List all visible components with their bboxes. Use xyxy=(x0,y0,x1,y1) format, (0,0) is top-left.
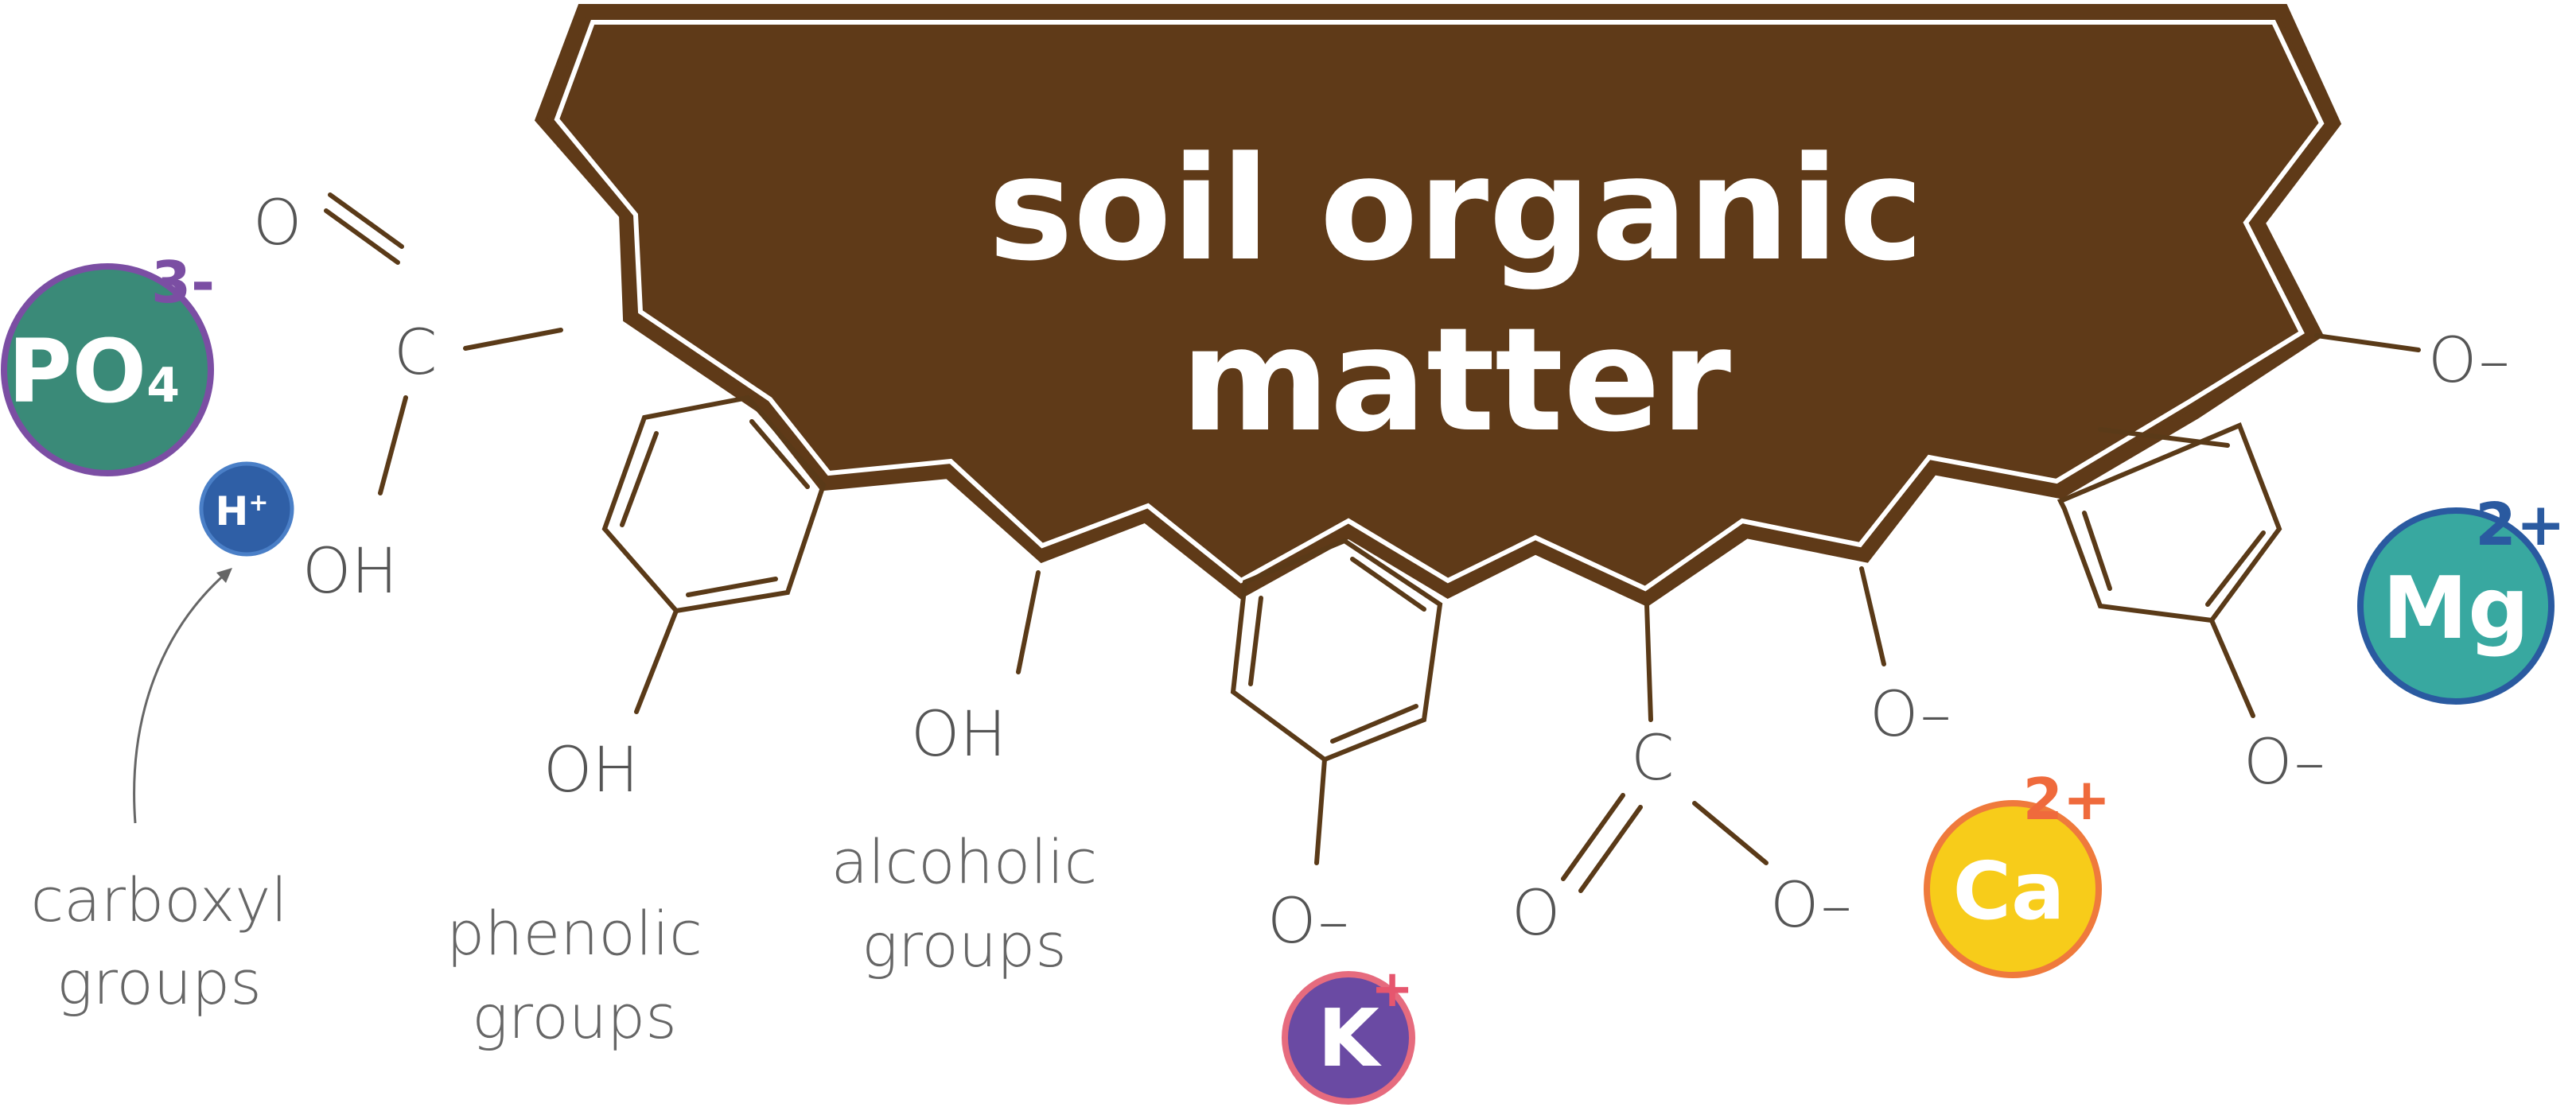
ion-hydrogen: H+ xyxy=(199,461,294,557)
ion-phosphate-symbol: PO4 xyxy=(8,321,180,422)
label-carboxyl-line1: carboxyl xyxy=(30,864,287,935)
atoms: O C OH OH OH O– C O O– O– O– O– xyxy=(253,188,2510,958)
ion-phosphate: PO4 3- xyxy=(1,249,215,476)
atom-carboxyl-oh: OH xyxy=(302,536,398,608)
label-alcoholic-line1: alcoholic xyxy=(831,826,1098,897)
ion-hydrogen-symbol: H+ xyxy=(216,488,269,534)
title-line-2: matter xyxy=(1181,297,1731,464)
ion-calcium-symbol: Ca xyxy=(1953,845,2065,938)
ion-magnesium: Mg 2+ xyxy=(2357,491,2566,705)
ion-calcium: Ca 2+ xyxy=(1924,766,2111,978)
atom-phenol-oh: OH xyxy=(543,735,639,806)
atom-carboxyl-o: O xyxy=(253,188,302,259)
atom-alcohol-oh: OH xyxy=(911,699,1006,771)
label-alcoholic-line2: groups xyxy=(862,910,1067,981)
atom-chain-o-minus: O– xyxy=(1870,679,1951,751)
title-line-1: soil organic xyxy=(988,126,1924,293)
label-carboxyl-line2: groups xyxy=(56,947,262,1018)
ion-potassium-symbol: K xyxy=(1317,992,1382,1085)
atom-ring-o-minus: O– xyxy=(1267,886,1349,958)
atom-right-ring-o-minus: O– xyxy=(2243,727,2325,798)
label-phenolic-line1: phenolic xyxy=(446,898,702,969)
group-labels: carboxyl groups phenolic groups alcoholi… xyxy=(30,826,1097,1052)
atom-right-top-o-minus: O– xyxy=(2428,325,2510,397)
ion-potassium: K + xyxy=(1282,960,1415,1105)
ion-magnesium-symbol: Mg xyxy=(2383,559,2530,659)
molecular-bonds xyxy=(324,192,2421,893)
organic-matter-blob xyxy=(534,3,2342,608)
ion-calcium-charge: 2+ xyxy=(2023,766,2111,833)
ion-potassium-charge: + xyxy=(1371,960,1414,1019)
atom-bottom-o-minus: O– xyxy=(1770,870,1852,942)
atom-bottom-o: O xyxy=(1512,878,1560,950)
ion-magnesium-charge: 2+ xyxy=(2475,491,2566,559)
carboxyl-arrow xyxy=(133,568,232,824)
atom-bottom-c: C xyxy=(1631,723,1674,794)
ion-phosphate-charge: 3- xyxy=(151,249,215,316)
atom-carboxyl-c: C xyxy=(394,317,437,389)
label-phenolic-line2: groups xyxy=(472,981,677,1052)
